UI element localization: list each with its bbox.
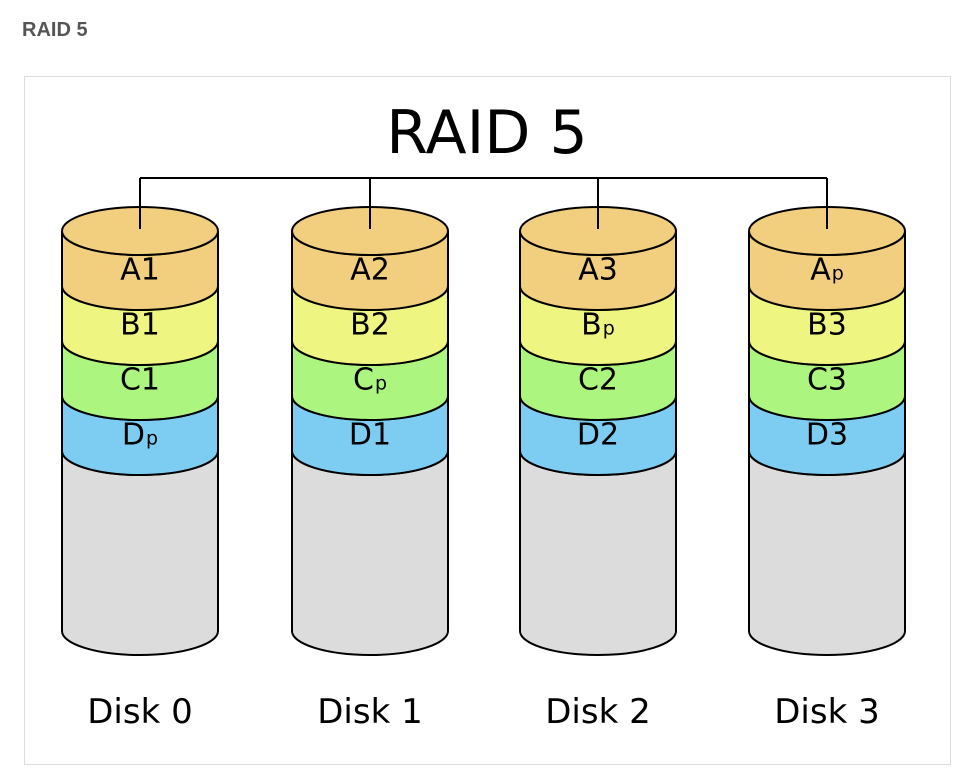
- block-label: A3: [578, 253, 618, 288]
- block-subscript: 1: [141, 308, 160, 343]
- block-label: D3: [806, 418, 848, 453]
- page-heading: RAID 5: [22, 19, 88, 41]
- block-label: B2: [350, 308, 390, 343]
- block-subscript: 2: [371, 308, 390, 343]
- block-label: B3: [807, 308, 847, 343]
- block-label: Bp: [581, 308, 615, 343]
- block-label: Cp: [353, 363, 387, 398]
- block-letter: C: [807, 363, 828, 398]
- block-subscript: 1: [141, 363, 160, 398]
- block-label: C3: [807, 363, 847, 398]
- block-letter: C: [353, 363, 374, 398]
- block-letter: A: [350, 253, 371, 288]
- disk-empty-space: [748, 450, 906, 656]
- block-label: B1: [120, 308, 160, 343]
- disk-label: Disk 0: [87, 692, 192, 732]
- block-label: A2: [350, 253, 390, 288]
- block-letter: D: [122, 418, 145, 453]
- block-letter: D: [806, 418, 829, 453]
- block-subscript: 2: [371, 253, 390, 288]
- block-subscript: p: [832, 263, 844, 285]
- block-subscript: p: [146, 428, 158, 450]
- disk-label: Disk 2: [545, 692, 650, 732]
- block-letter: B: [120, 308, 141, 343]
- block-label: Dp: [122, 418, 158, 453]
- block-subscript: 2: [599, 363, 618, 398]
- block-letter: B: [350, 308, 371, 343]
- block-label: C2: [578, 363, 618, 398]
- block-letter: D: [577, 418, 600, 453]
- disk-empty-space: [519, 450, 677, 656]
- block-subscript: 2: [600, 418, 619, 453]
- disk-label: Disk 3: [774, 692, 879, 732]
- block-letter: D: [349, 418, 372, 453]
- diagram-title: RAID 5: [386, 98, 587, 168]
- block-subscript: 3: [599, 253, 618, 288]
- block-label: A1: [120, 253, 160, 288]
- block-letter: A: [120, 253, 141, 288]
- block-label: D2: [577, 418, 619, 453]
- block-subscript: 3: [828, 363, 847, 398]
- block-letter: B: [581, 308, 602, 343]
- disk-empty-space: [291, 450, 449, 656]
- disk-empty-space: [61, 450, 219, 656]
- block-letter: C: [120, 363, 141, 398]
- block-letter: C: [578, 363, 599, 398]
- block-letter: A: [810, 253, 831, 288]
- block-letter: B: [807, 308, 828, 343]
- block-subscript: 1: [141, 253, 160, 288]
- block-subscript: p: [375, 373, 387, 395]
- block-subscript: 1: [372, 418, 391, 453]
- block-label: D1: [349, 418, 391, 453]
- block-subscript: p: [603, 318, 615, 340]
- block-label: Ap: [810, 253, 844, 288]
- block-subscript: 3: [828, 308, 847, 343]
- block-label: C1: [120, 363, 160, 398]
- block-subscript: 3: [829, 418, 848, 453]
- block-letter: A: [578, 253, 599, 288]
- disk-label: Disk 1: [317, 692, 422, 732]
